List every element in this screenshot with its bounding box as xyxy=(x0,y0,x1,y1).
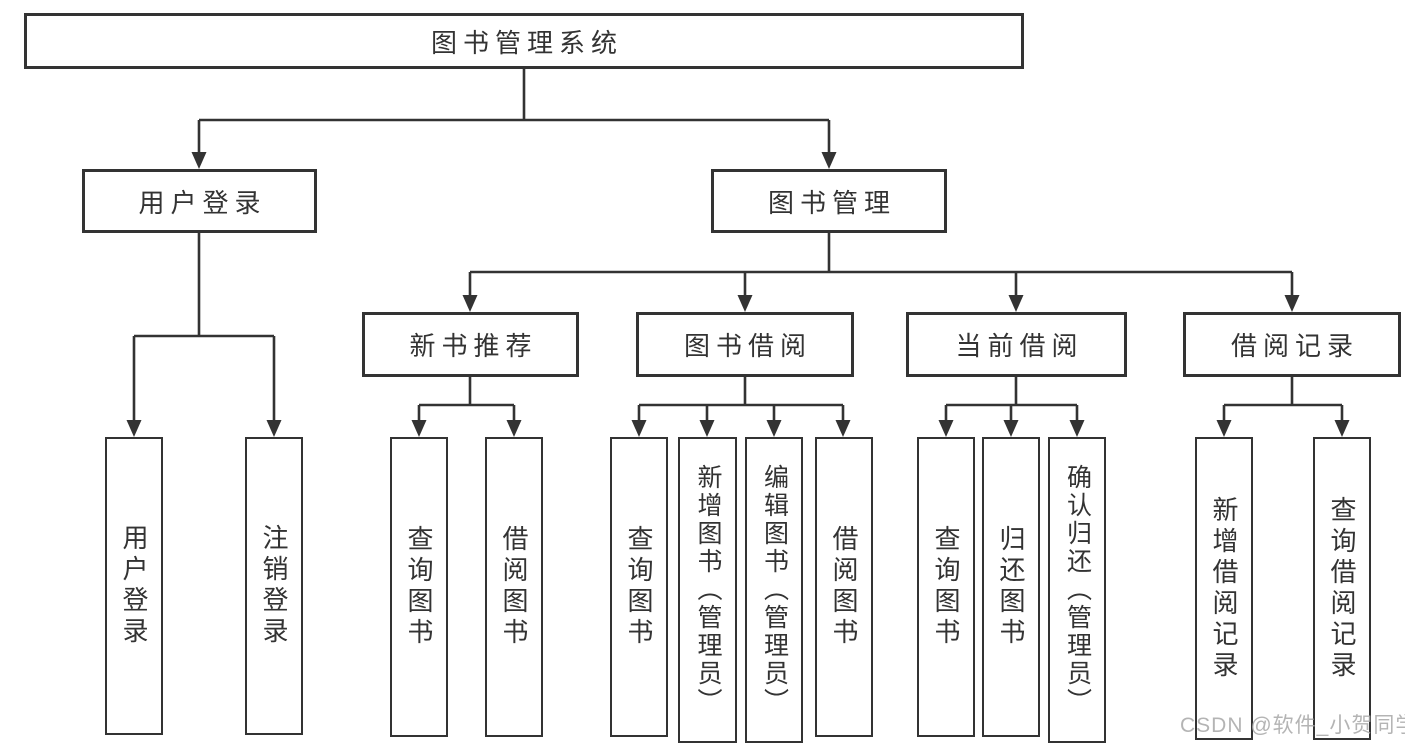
node-cb-query-books: 查询图书 xyxy=(917,437,975,737)
node-label: 查询图书 xyxy=(624,525,654,649)
connector-root-split xyxy=(197,69,831,154)
node-label: 注销登录 xyxy=(259,524,289,648)
node-label: 查询图书 xyxy=(931,525,961,649)
node-label: 查询借阅记录 xyxy=(1327,495,1357,682)
node-bb-query-books: 查询图书 xyxy=(610,437,668,737)
arrowheads xyxy=(126,152,1350,437)
node-user-login: 用户登录 xyxy=(105,437,163,735)
connector-book-borrow-split xyxy=(637,377,845,422)
node-bb-add-books-admin: 新增图书（管理员） xyxy=(678,437,737,743)
node-label: 用户登录 xyxy=(138,187,267,218)
node-book-management: 图书管理 xyxy=(711,169,947,233)
node-label: 用户登录 xyxy=(119,524,149,648)
node-root-system: 图书管理系统 xyxy=(24,13,1024,69)
csdn-watermark: CSDN @软件_小贺同学 xyxy=(1180,714,1405,737)
connector-new-book-split xyxy=(417,377,516,422)
connector-user-login-split xyxy=(132,233,276,422)
node-label: 新书推荐 xyxy=(409,331,538,361)
node-cb-return-books: 归还图书 xyxy=(982,437,1040,737)
node-bb-edit-books-admin: 编辑图书（管理员） xyxy=(745,437,803,743)
connector-current-borrow-split xyxy=(944,377,1079,422)
node-label: 编辑图书（管理员） xyxy=(760,464,789,716)
node-label: 查询图书 xyxy=(404,525,434,649)
node-new-book-recommend: 新书推荐 xyxy=(362,312,579,377)
connector-borrow-records-split xyxy=(1222,377,1344,422)
node-logout-login: 注销登录 xyxy=(245,437,303,735)
node-cb-confirm-return-admin: 确认归还（管理员） xyxy=(1048,437,1106,743)
node-label: 借阅记录 xyxy=(1230,331,1359,361)
node-user-login-group: 用户登录 xyxy=(82,169,317,233)
node-label: 归还图书 xyxy=(996,525,1026,649)
node-book-borrow: 图书借阅 xyxy=(636,312,854,377)
node-br-query-record: 查询借阅记录 xyxy=(1313,437,1371,740)
node-nb-borrow-books: 借阅图书 xyxy=(485,437,543,737)
node-label: 新增图书（管理员） xyxy=(694,464,722,716)
node-borrow-records: 借阅记录 xyxy=(1183,312,1401,377)
node-label: 图书管理 xyxy=(767,187,896,218)
node-label: 借阅图书 xyxy=(829,525,859,649)
node-label: 当前借阅 xyxy=(955,331,1084,361)
connector-book-mgmt-split xyxy=(468,233,1294,298)
node-current-borrow: 当前借阅 xyxy=(906,312,1127,377)
node-label: 借阅图书 xyxy=(499,525,529,649)
node-label: 新增借阅记录 xyxy=(1209,495,1239,682)
node-label: 图书管理系统 xyxy=(430,27,623,58)
node-nb-query-books: 查询图书 xyxy=(390,437,448,737)
node-bb-borrow-books: 借阅图书 xyxy=(815,437,873,737)
node-label: 确认归还（管理员） xyxy=(1063,464,1092,716)
node-br-add-record: 新增借阅记录 xyxy=(1195,437,1253,740)
node-label: 图书借阅 xyxy=(683,331,812,361)
